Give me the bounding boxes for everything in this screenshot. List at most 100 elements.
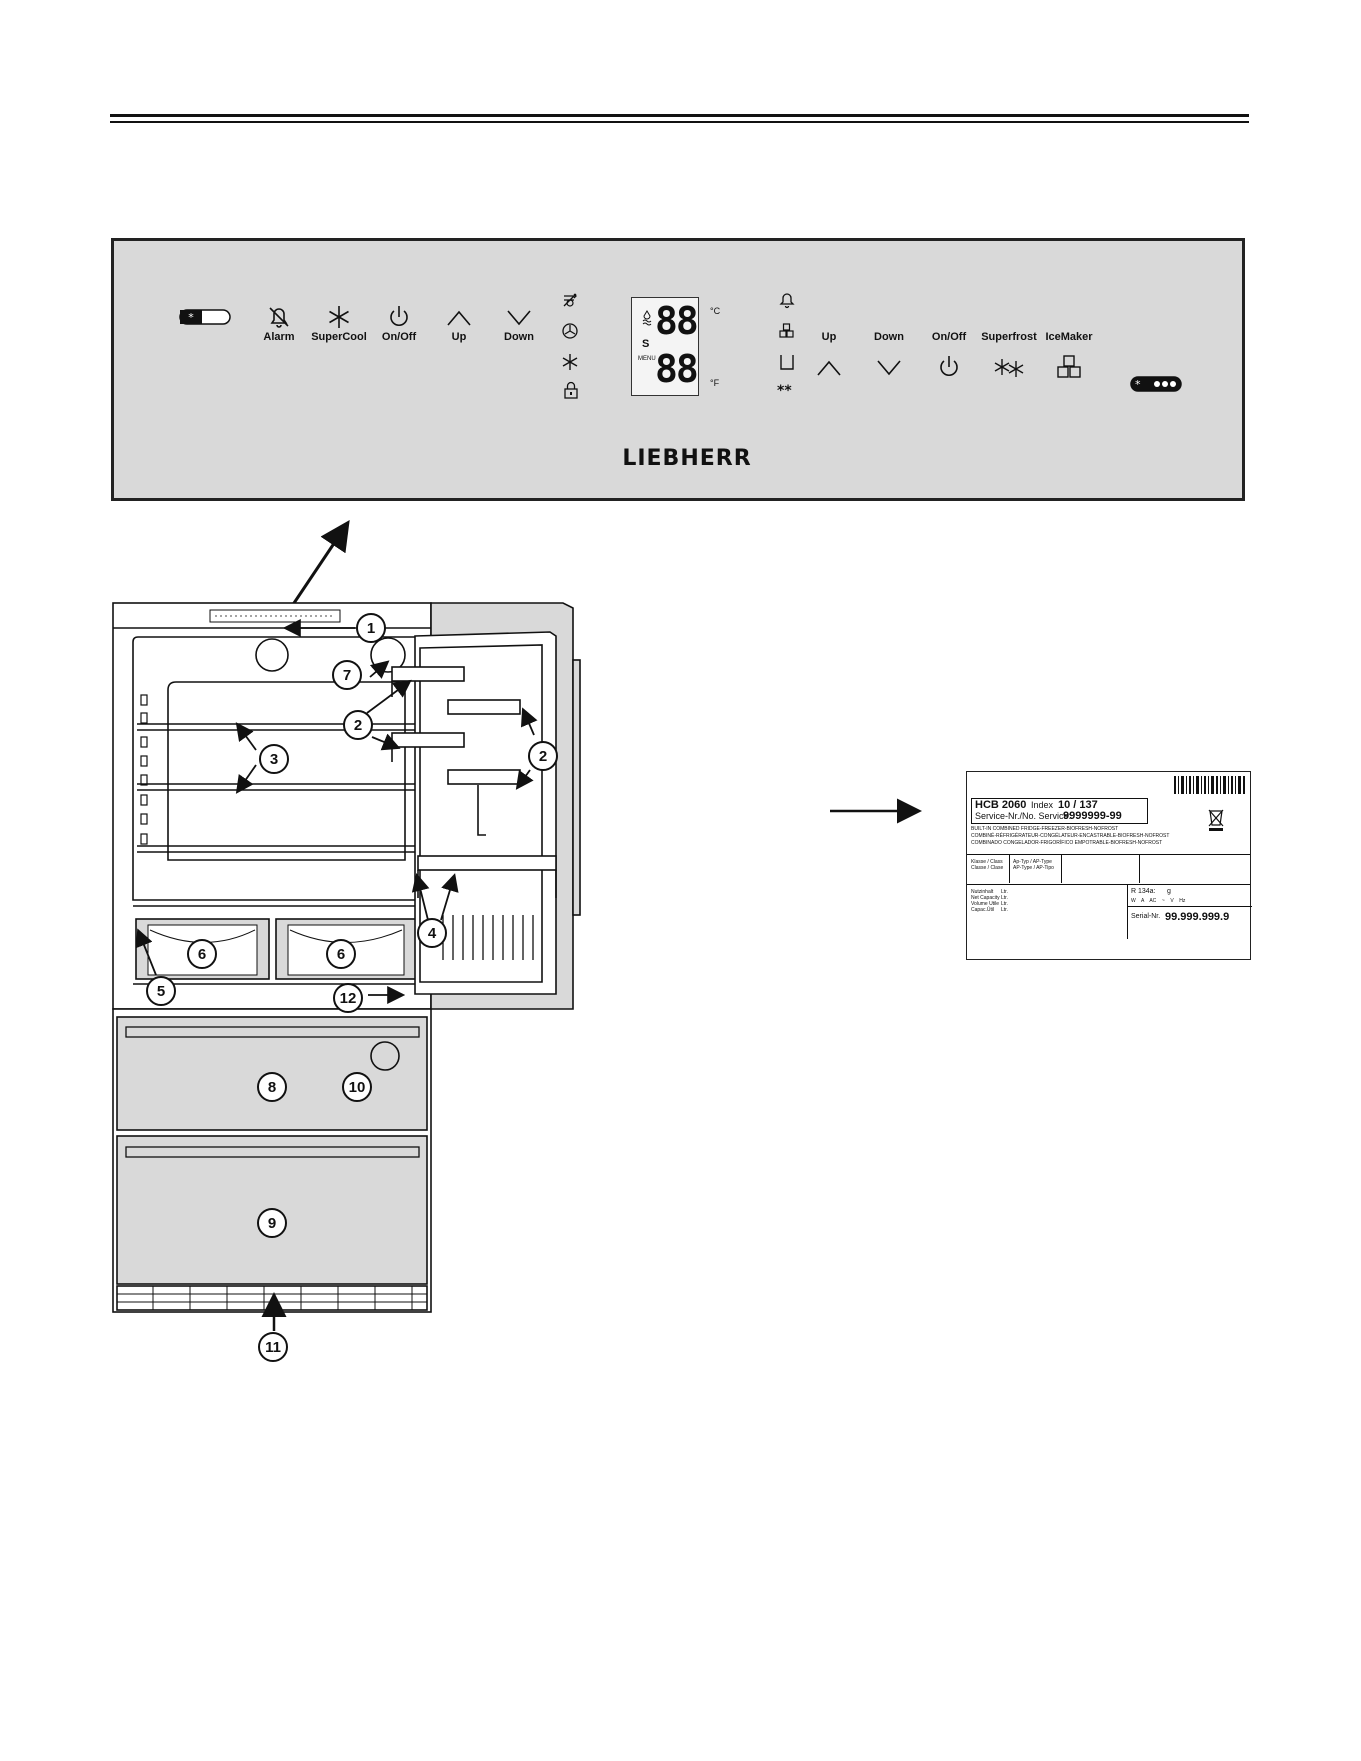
chevron-down-icon xyxy=(507,310,531,326)
supercool-button[interactable]: SuperCool xyxy=(296,303,382,343)
capacity-row-2-label: Net Capacity xyxy=(971,895,1000,901)
description-line-3: COMBINADO CONGELADOR-FRIGORÍFICO EMPOTRA… xyxy=(971,840,1163,846)
plate-divider-2 xyxy=(967,884,1250,885)
chevron-up-icon xyxy=(447,310,471,326)
barcode-icon xyxy=(1174,776,1245,794)
capacity-row-4-unit: Ltr. xyxy=(1001,907,1008,913)
alarm-off-bell-icon xyxy=(269,307,289,328)
display-humidity-drop-icon xyxy=(642,310,652,331)
down-label-right: Down xyxy=(874,331,904,343)
header-rule-thin xyxy=(110,121,1249,123)
superfrost-label: Superfrost xyxy=(981,331,1037,343)
display-s-label: S xyxy=(642,338,650,350)
superfrost-icon xyxy=(994,359,1024,377)
control-panel: * Alarm SuperCool On/Off Up Down 88 88 °… xyxy=(111,238,1245,501)
callout-7: 7 xyxy=(332,660,362,690)
plate-divider-3 xyxy=(1127,906,1252,907)
onoff-label-right: On/Off xyxy=(931,331,967,343)
callout-8: 8 xyxy=(257,1072,287,1102)
superfrost-indicator-icon: ** xyxy=(777,381,799,404)
service-value: 9999999-99 xyxy=(1063,810,1122,822)
index-label: Index xyxy=(1031,800,1054,810)
capacity-row-1-label: Nutzinhalt xyxy=(971,889,994,895)
callout-6-left: 6 xyxy=(187,939,217,969)
header-rule-thick xyxy=(110,114,1249,117)
snowflake-indicator-icon xyxy=(561,353,579,376)
index-value: 10 / 137 xyxy=(1058,799,1098,811)
down-label-left: Down xyxy=(504,331,534,343)
refrigerant-unit: g xyxy=(1167,888,1171,895)
plate-vline-2 xyxy=(1061,855,1062,883)
onoff-button-left[interactable]: On/Off xyxy=(356,303,442,343)
callout-9: 9 xyxy=(257,1208,287,1238)
freezer-compartment-badge-icon: * xyxy=(1130,376,1182,397)
up-button-right[interactable]: Up xyxy=(786,331,872,381)
service-label: Service-Nr./No. Service: xyxy=(975,811,1072,821)
alarm-label: Alarm xyxy=(263,331,295,343)
chevron-up-icon xyxy=(817,360,841,376)
no-ventilation-icon xyxy=(561,291,579,314)
rating-plate: HCB 2060 Index 10 / 137 Service-Nr./No. … xyxy=(966,771,1252,960)
display-unit-celsius: °C xyxy=(710,306,721,316)
serial-value: 99.999.999.9 xyxy=(1165,911,1230,923)
svg-text:**: ** xyxy=(777,383,792,399)
callout-12: 12 xyxy=(333,983,363,1013)
weee-bin-icon xyxy=(1208,809,1224,831)
display-lower-digits: 88 xyxy=(655,347,699,391)
callout-5: 5 xyxy=(146,976,176,1006)
plate-vline-4 xyxy=(1127,884,1128,939)
alarm-bell-indicator-icon xyxy=(778,291,796,314)
temperature-display: 88 88 °C °F S MENU xyxy=(631,297,720,396)
child-lock-icon xyxy=(563,381,579,404)
model-name: HCB 2060 xyxy=(975,799,1027,811)
down-button-left[interactable]: Down xyxy=(476,303,562,343)
power-icon xyxy=(940,356,958,376)
callout-6-right: 6 xyxy=(326,939,356,969)
display-menu-label: MENU xyxy=(638,356,656,362)
callout-2-right: 2 xyxy=(528,741,558,771)
icemaker-button[interactable]: IceMaker xyxy=(1026,331,1112,381)
plate-vline-1 xyxy=(1009,855,1010,883)
onoff-label-left: On/Off xyxy=(381,331,417,343)
svg-text:*: * xyxy=(1135,378,1141,391)
callout-3: 3 xyxy=(259,744,289,774)
power-icon xyxy=(390,306,408,326)
brand-logo: LIEBHERR xyxy=(622,446,752,471)
description-line-1: BUILT-IN COMBINED FRIDGE-FREEZER-BIOFRES… xyxy=(971,826,1119,832)
callout-11: 11 xyxy=(258,1332,288,1362)
type-label: Ap-Typ / AP-Type AP-Type / AP-Tipo xyxy=(1013,859,1054,871)
fridge-compartment-badge-icon: * xyxy=(179,309,231,330)
ice-cubes-icon xyxy=(1057,355,1081,378)
serial-label: Serial-Nr. xyxy=(1131,913,1161,920)
capacity-row-3-label: Volume Utile xyxy=(971,901,1000,907)
plate-divider-1 xyxy=(967,854,1250,855)
capacity-row-3-unit: Ltr. xyxy=(1001,901,1008,907)
up-label-left: Up xyxy=(451,331,467,343)
display-upper-digits: 88 xyxy=(655,299,699,343)
superfrost-button[interactable]: Superfrost xyxy=(966,331,1052,381)
onoff-button-right[interactable]: On/Off xyxy=(906,331,992,381)
display-unit-fahrenheit: °F xyxy=(710,378,720,388)
ice-container-indicator-icon xyxy=(778,353,796,376)
capacity-row-1-unit: Ltr. xyxy=(1001,889,1008,895)
description-line-2: COMBINÉ-RÉFRIGÉRATEUR-CONGÉLATEUR-ENCAST… xyxy=(971,833,1170,839)
icemaker-label: IceMaker xyxy=(1045,331,1093,343)
model-box xyxy=(971,798,1148,824)
refrigerant-label: R 134a: xyxy=(1131,888,1156,895)
electrical-rating: W A AC ~ V Hz xyxy=(1131,898,1186,904)
up-label-right: Up xyxy=(821,331,837,343)
alarm-button[interactable]: Alarm xyxy=(236,303,322,343)
supercool-snowflake-icon xyxy=(329,306,349,328)
callout-4: 4 xyxy=(417,918,447,948)
capacity-row-2-unit: Ltr. xyxy=(1001,895,1008,901)
class-label: Klasse / Class Classe / Clase xyxy=(971,859,1004,871)
fan-icon xyxy=(561,322,579,345)
capacity-row-4-label: Capac.Útil xyxy=(971,907,995,913)
svg-text:*: * xyxy=(188,311,194,324)
down-button-right[interactable]: Down xyxy=(846,331,932,381)
up-button-left[interactable]: Up xyxy=(416,303,502,343)
supercool-label: SuperCool xyxy=(311,331,367,343)
callout-10: 10 xyxy=(342,1072,372,1102)
plate-vline-3 xyxy=(1139,855,1140,883)
